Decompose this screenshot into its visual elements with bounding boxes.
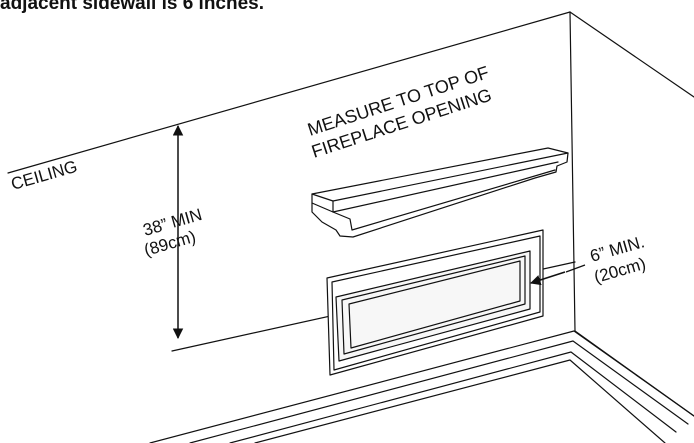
caption-text: adjacent sidewall is 6 inches. <box>0 0 265 14</box>
ceiling-line <box>7 11 571 174</box>
mantel-shelf <box>311 147 569 238</box>
side-ceiling-line <box>569 11 694 98</box>
fireplace-opening <box>335 250 531 362</box>
side-clearance-arrow <box>530 271 566 286</box>
floor-trim <box>149 330 694 443</box>
wall-corner-line <box>569 11 576 332</box>
side-clearance-leader <box>565 264 586 273</box>
